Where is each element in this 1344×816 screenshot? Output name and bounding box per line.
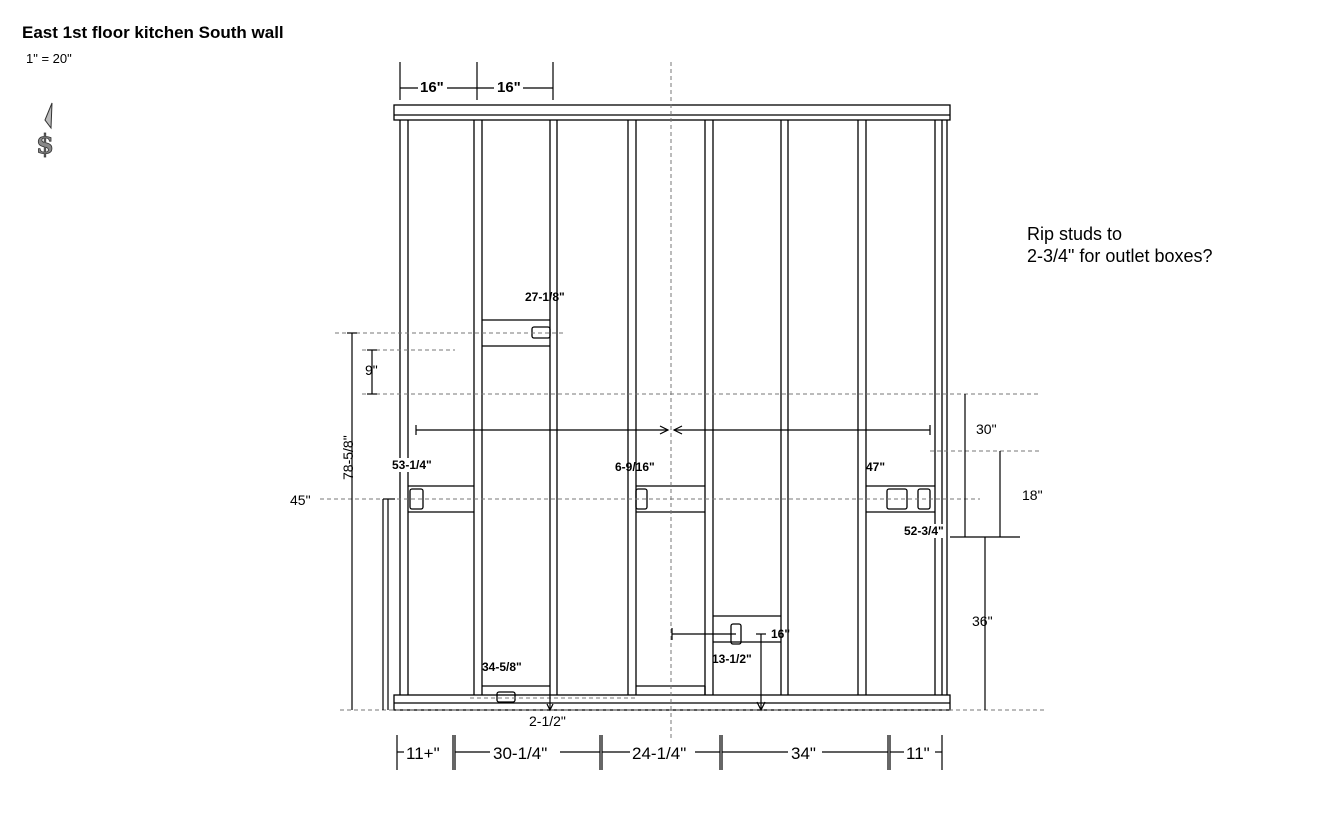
guide-lines <box>320 62 1045 740</box>
dim-34-58: 34-5/8" <box>482 660 522 674</box>
bottom-plate <box>393 694 951 711</box>
scale-label: 1" = 20" <box>26 51 72 66</box>
outlet-boxes <box>409 326 931 703</box>
top-plate <box>393 104 951 121</box>
blocking <box>408 319 935 695</box>
bottom-dim-11: 11" <box>906 744 930 763</box>
dim-52: 52-3/4" <box>904 524 944 538</box>
note-line-1: Rip studs to <box>1027 224 1123 244</box>
dim-13: 13-1/2" <box>712 652 752 666</box>
dim-18: 18" <box>1022 487 1043 503</box>
studs <box>399 120 948 695</box>
dim-2: 2-1/2" <box>529 713 566 729</box>
bottom-dim-24: 24-1/4" <box>632 744 687 763</box>
dim-36: 36" <box>972 613 993 629</box>
dim-9: 9" <box>365 362 378 378</box>
note-line-2: 2-3/4" for outlet boxes? <box>1027 246 1213 266</box>
bottom-dim-34: 34" <box>791 744 816 763</box>
drawing-title: East 1st floor kitchen South wall <box>22 23 284 42</box>
dollar-arrow-icon: $ <box>36 102 54 160</box>
dim-16-b: 16" <box>497 79 521 96</box>
dim-78: 78-5/8" <box>340 435 356 480</box>
dim-45: 45" <box>290 492 311 508</box>
dim-27: 27-1/8" <box>525 290 565 304</box>
svg-text:$: $ <box>36 130 54 160</box>
dim-30: 30" <box>976 421 997 437</box>
dim-16-c: 16" <box>771 627 791 641</box>
dim-16-a: 16" <box>420 79 444 96</box>
dim-6: 6-9/16" <box>615 460 655 474</box>
bottom-dim-30: 30-1/4" <box>493 744 548 763</box>
bottom-dim-11-plus: 11+" <box>406 744 440 763</box>
dimension-lines <box>347 62 1020 770</box>
dim-47: 47" <box>866 460 886 474</box>
dim-53: 53-1/4" <box>392 458 432 472</box>
